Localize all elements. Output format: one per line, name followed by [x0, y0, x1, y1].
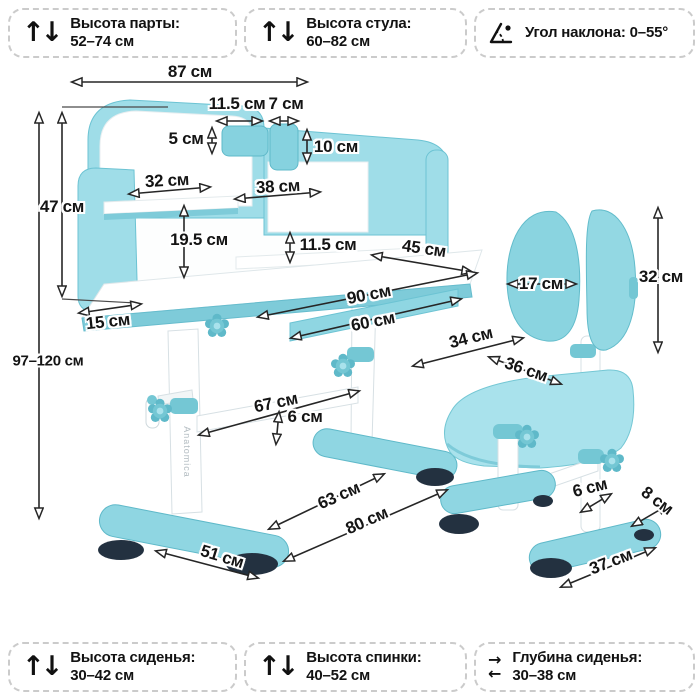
desk-illustration: Anatomica: [77, 99, 483, 575]
info-label: Высота стула:: [306, 14, 412, 32]
info-label: Глубина сиденья:: [512, 648, 643, 666]
height-range-icon: ↑↓: [258, 650, 299, 682]
height-range-icon: ↑↓: [22, 16, 63, 48]
dim-arrow-60: [291, 299, 461, 338]
dim-label-backrest-lobe-width: 17 см: [518, 274, 564, 293]
dim-arrow-36: [489, 357, 561, 384]
info-value: 52–74 см: [70, 33, 134, 50]
info-value: 30–38 см: [512, 667, 577, 684]
dim-label-desk-width: 87 см: [167, 62, 213, 81]
dim-arrow-51: [156, 551, 258, 578]
dim-arrow-45: [372, 255, 472, 272]
dim-arrow-6-chair: [581, 494, 611, 512]
info-box-chair-height: ↑↓ Высота стула:60–82 см: [244, 8, 467, 58]
info-box-tilt-angle: Угол наклона: 0–55°: [474, 8, 695, 58]
dim-label-shelf-left: 32 см: [144, 169, 190, 192]
info-value: 0–55°: [629, 23, 669, 41]
dim-label-organizer-depth: 5 см: [168, 129, 204, 148]
dim-arrow-80: [284, 490, 447, 561]
info-label: Высота сиденья:: [70, 648, 196, 666]
dim-arrow-15: [79, 304, 141, 313]
info-box-backrest-height: ↑↓ Высота спинки:40–52 см: [244, 642, 467, 692]
height-range-icon: ↑↓: [22, 650, 63, 682]
dim-arrow-34: [413, 338, 523, 366]
info-value: 60–82 см: [306, 33, 370, 50]
brand-on-leg: Anatomica: [182, 426, 192, 478]
dimension-arrows: [39, 82, 668, 587]
dim-arrow-38: [235, 192, 320, 199]
dim-label-crossbar-height: 6 см: [287, 407, 323, 426]
dim-label-shelf-right: 38 см: [255, 175, 301, 198]
dim-label-organizer-height: 10 см: [313, 137, 359, 156]
dim-arrow-6-desk: [276, 412, 279, 444]
dim-label-backrest-height: 32 см: [638, 267, 684, 286]
height-range-icon: ↑↓: [258, 16, 299, 48]
info-box-seat-height: ↑↓ Высота сиденья:30–42 см: [8, 642, 237, 692]
depth-range-icon: →←: [488, 650, 502, 683]
tilt-angle-icon: [489, 22, 513, 44]
info-box-seat-depth: →← Глубина сиденья:30–38 см: [474, 642, 695, 692]
info-value: 30–42 см: [70, 667, 134, 684]
dim-label-hutch-height: 47 см: [39, 197, 85, 216]
info-label: Угол наклона:: [525, 23, 626, 41]
dim-arrow-37: [561, 548, 655, 587]
dim-label-shelf-gap: 11.5 см: [299, 235, 357, 254]
dim-label-total-height: 97–120 см: [12, 352, 84, 370]
dim-label-shelf-to-desk: 19.5 см: [170, 230, 228, 249]
dim-arrow-32-shelf: [129, 187, 210, 194]
info-label: Высота спинки:: [306, 648, 422, 666]
info-box-desk-height: ↑↓ Высота парты:52–74 см: [8, 8, 237, 58]
dim-arrow-8: [632, 505, 668, 526]
info-label: Высота парты:: [70, 14, 180, 32]
dim-label-organizer-small: 7 см: [268, 94, 304, 113]
info-value: 40–52 см: [306, 667, 370, 684]
dim-label-organizer-large: 11.5 см: [208, 94, 266, 113]
